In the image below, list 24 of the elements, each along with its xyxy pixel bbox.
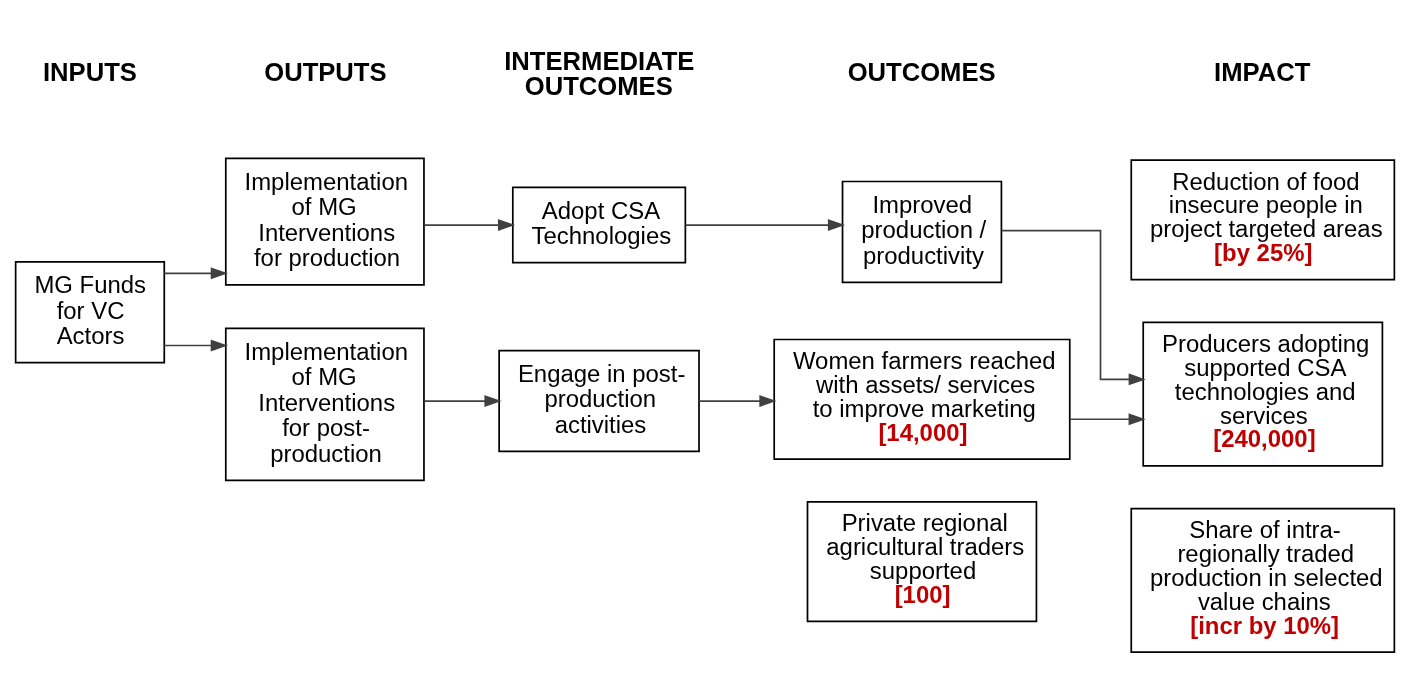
arrow — [423, 219, 516, 232]
label: IMPACT — [1214, 57, 1311, 86]
arrow — [1069, 413, 1146, 426]
node-box: Women farmers reached with assets/ services to improve marketing [14,000] — [773, 338, 1071, 460]
arrow — [163, 339, 228, 352]
arrow — [698, 395, 777, 407]
node-box: MG Funds for VC Actors — [14, 260, 166, 364]
label: OUTPUTS — [264, 57, 387, 86]
arrow — [423, 395, 502, 407]
arrow — [684, 219, 845, 232]
node-box: Engage in post-production activities — [498, 349, 700, 453]
node-box: Implementation of MG Interventions for post- production — [224, 327, 425, 482]
node-box: Reduction of food insecure people in project targeted areas [by 25%] — [1130, 159, 1396, 281]
arrow — [163, 267, 228, 280]
node-box: Implementation of MG Interventions for production — [224, 157, 425, 286]
node-box: Improved production / productivity — [841, 180, 1003, 284]
label: OUTCOMES — [847, 57, 996, 86]
label: INPUTS — [42, 57, 137, 86]
label: INTERMEDIATE OUTCOMES — [504, 46, 695, 101]
node-box: Share of intra-regionally traded production in selected value chains [incr by 10%] — [1130, 507, 1396, 654]
node-box: Private regional agricultural traders supported [100] — [806, 500, 1038, 623]
node-box: Producers adopting supported CSA technologies and services [240,000] — [1142, 321, 1384, 467]
arrow — [1001, 229, 1146, 386]
node-box: Adopt CSA Technologies — [511, 186, 687, 264]
